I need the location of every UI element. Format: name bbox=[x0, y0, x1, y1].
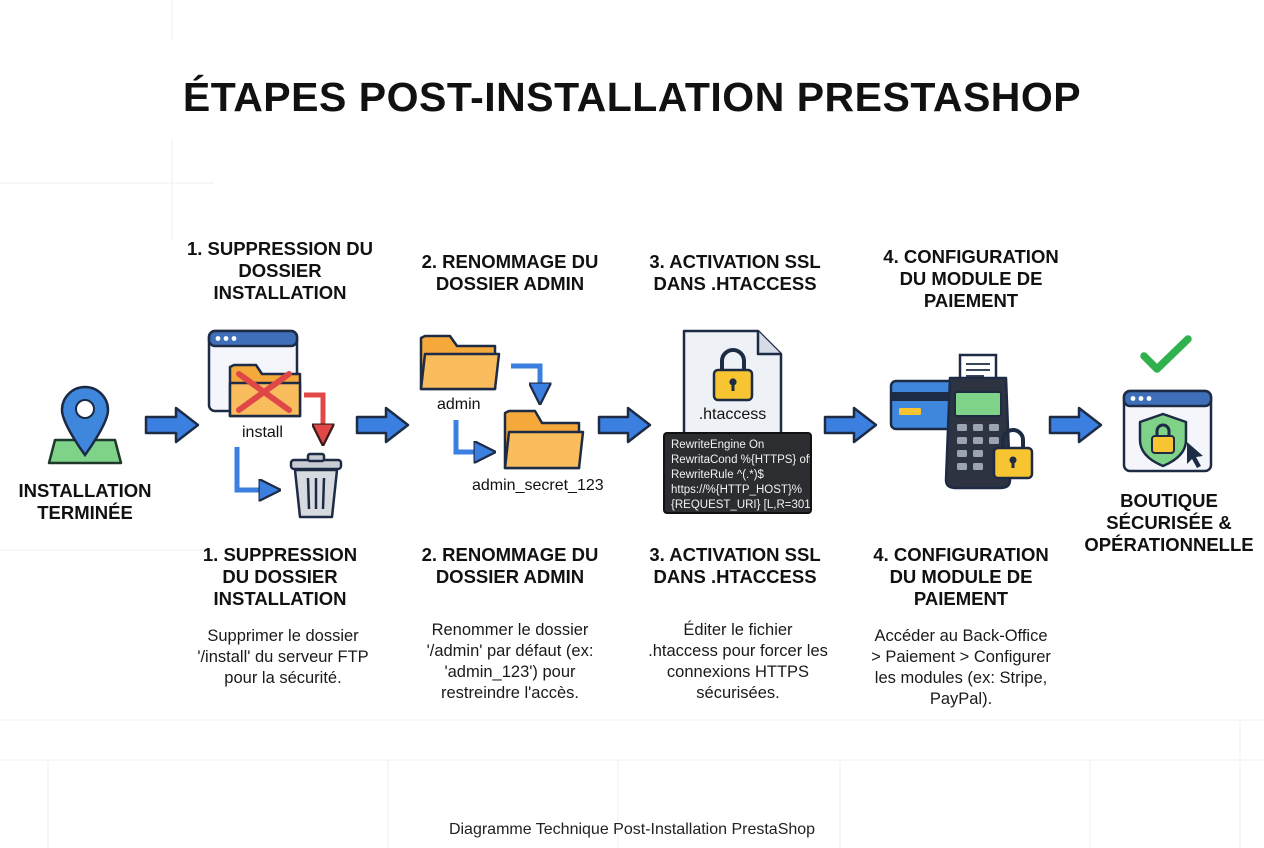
step-4-description: Accéder au Back-Office > Paiement > Conf… bbox=[871, 627, 1051, 708]
htaccess-file-label: .htaccess bbox=[698, 406, 767, 423]
rename-arrow-2 bbox=[453, 420, 487, 452]
document-lock-icon bbox=[682, 329, 783, 442]
step-1-top-heading: 1. SUPPRESSION DU DOSSIER INSTALLATION bbox=[186, 238, 374, 303]
move-arrow-blue bbox=[234, 447, 272, 490]
step-1-description: Supprimer le dossier '/install' du serve… bbox=[197, 627, 369, 687]
check-icon bbox=[1140, 335, 1192, 373]
card-terminal-icon bbox=[889, 353, 1034, 490]
move-arrow-red bbox=[304, 392, 323, 437]
step-2-top-heading: 2. RENOMMAGE DU DOSSIER ADMIN bbox=[421, 251, 599, 294]
htaccess-code-block: RewriteEngine On RewritaCond %{HTTPS} of… bbox=[663, 432, 812, 514]
diagram-caption: Diagramme Technique Post-Installation Pr… bbox=[448, 821, 816, 838]
start-label: INSTALLATION TERMINÉE bbox=[18, 480, 152, 523]
renamed-folder-label: admin_secret_123 bbox=[472, 477, 604, 494]
step-4-top-heading: 4. CONFIGURATION DU MODULE DE PAIEMENT bbox=[883, 246, 1059, 311]
step-2-bottom-heading: 2. RENOMMAGE DU DOSSIER ADMIN bbox=[421, 544, 599, 587]
install-folder-label: install bbox=[242, 424, 283, 441]
flow-arrow-3 bbox=[597, 406, 652, 444]
flow-arrow-2 bbox=[355, 406, 410, 444]
step-3-top-heading: 3. ACTIVATION SSL DANS .HTACCESS bbox=[649, 251, 821, 294]
trash-icon bbox=[289, 452, 343, 519]
step-4-bottom-heading: 4. CONFIGURATION DU MODULE DE PAIEMENT bbox=[873, 544, 1049, 609]
rename-arrow-1 bbox=[511, 363, 540, 396]
flow-arrow-5 bbox=[1048, 406, 1103, 444]
flow-arrow-4 bbox=[823, 406, 878, 444]
shield-lock-icon bbox=[1122, 389, 1213, 473]
end-label: BOUTIQUE SÉCURISÉE & OPÉRATIONNELLE bbox=[1084, 490, 1254, 555]
delete-cross-icon bbox=[236, 371, 292, 413]
folder-icon bbox=[419, 334, 501, 391]
step-2-description: Renommer le dossier '/admin' par défaut … bbox=[426, 621, 594, 702]
step-3-bottom-heading: 3. ACTIVATION SSL DANS .HTACCESS bbox=[649, 544, 821, 587]
flow-arrows bbox=[144, 406, 1103, 444]
flow-arrow-1 bbox=[144, 406, 200, 444]
page-title: ÉTAPES POST-INSTALLATION PRESTASHOP bbox=[182, 74, 1082, 120]
admin-folder-label: admin bbox=[437, 396, 481, 413]
step-3-description: Éditer le fichier .htaccess pour forcer … bbox=[648, 621, 828, 702]
step-1-bottom-heading: 1. SUPPRESSION DU DOSSIER INSTALLATION bbox=[202, 544, 358, 609]
folder-icon bbox=[503, 409, 585, 470]
location-pin-icon bbox=[47, 385, 123, 465]
cursor-icon bbox=[1187, 442, 1203, 468]
